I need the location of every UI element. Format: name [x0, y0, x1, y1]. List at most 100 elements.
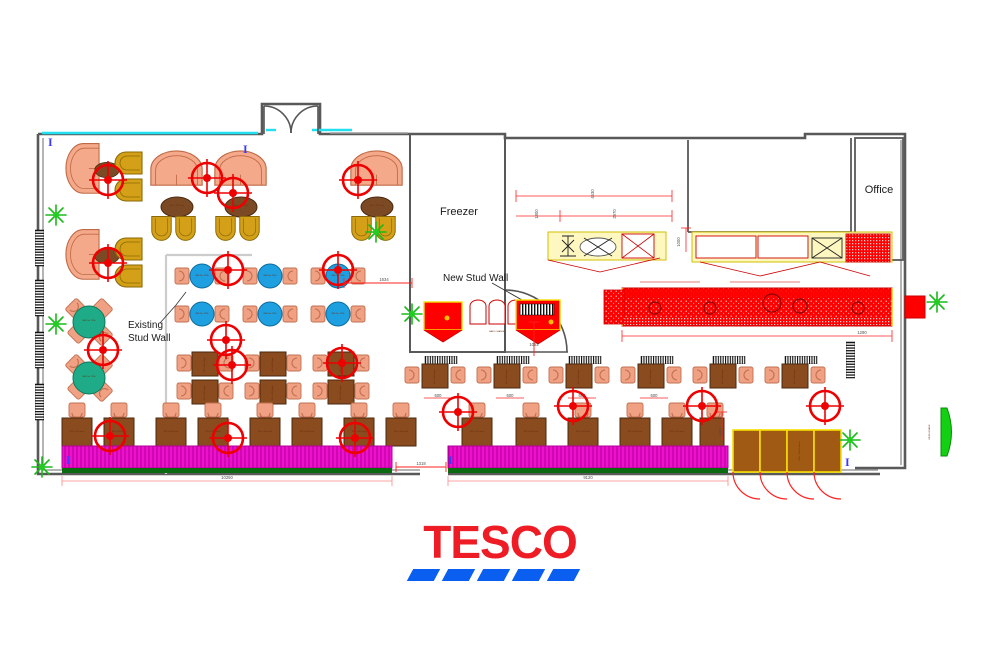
table-size-label: 800 x 800 high — [650, 369, 652, 384]
table-size-label: 825 x 825 high — [170, 205, 185, 207]
dimension-label: 1634 — [379, 277, 389, 282]
table-size-label: 800 x 800 high — [352, 431, 367, 433]
section-marker: I — [845, 455, 850, 469]
dimension-top-group — [515, 190, 691, 252]
chair — [204, 402, 222, 418]
table-size-label: 800 x 800 high — [394, 431, 409, 433]
chair — [548, 366, 564, 384]
dimension-label: 10250 — [221, 475, 233, 480]
tesco-logo: TESCO — [404, 519, 596, 585]
chair — [594, 366, 610, 384]
table-size-label: 880 Dia 720h — [263, 313, 277, 315]
table-size-label: 800 x 800 high — [164, 431, 179, 433]
entrance-doors — [263, 105, 319, 134]
target-marker — [805, 386, 845, 426]
table-size-label: 880 Dia 720h — [331, 313, 345, 315]
chair — [242, 305, 258, 323]
section-marker-group: I I I I I — [48, 135, 850, 469]
oval-table-labels: 825 x 825 high 825 x 825 high 825 x 825 … — [170, 205, 385, 207]
dimension-label: 1800 — [534, 209, 539, 219]
chair — [620, 366, 636, 384]
room-label-freezer: Freezer — [440, 206, 478, 218]
section-marker: I — [48, 135, 53, 149]
tub-chair-pair — [151, 215, 172, 241]
table-size-label: 800 x 800 high — [722, 369, 724, 384]
logo-stripe — [406, 569, 441, 581]
equipment-box-right — [904, 295, 926, 319]
chair — [476, 366, 492, 384]
table-size-label: 800 x 800 high — [258, 431, 273, 433]
table-size-label: 800 x 800 high — [300, 431, 315, 433]
chair — [354, 382, 370, 400]
target-marker — [208, 250, 248, 290]
chair — [214, 305, 230, 323]
section-marker: I — [243, 142, 248, 156]
tub-chair-pair — [114, 237, 143, 261]
baby-change-area: BABY CHANGE — [423, 299, 561, 345]
counter-bench-right — [447, 445, 729, 469]
chair — [68, 402, 86, 418]
table-size-label: 880 Dia 720h — [263, 275, 277, 277]
chair — [738, 366, 754, 384]
skirting-line-left — [62, 468, 392, 473]
dimension-overall-left — [61, 476, 393, 486]
menu-board — [940, 407, 952, 457]
chair — [764, 366, 780, 384]
oval-table — [360, 196, 394, 218]
table-size-label: 800 x 800 high — [70, 431, 85, 433]
radiator — [496, 356, 530, 364]
table-size-label: 800 x 800 high — [576, 431, 591, 433]
sofa-booth — [65, 229, 100, 280]
dimension-label: 1318 — [416, 461, 426, 466]
table-size-label: 800 x 800 high — [272, 385, 274, 400]
section-marker: I — [448, 453, 453, 467]
logo-stripe — [546, 569, 581, 581]
dimension-overall-right — [447, 476, 729, 486]
chair — [174, 267, 190, 285]
table-size-label: 800 x 800 high — [204, 357, 206, 372]
plant-icon — [31, 456, 53, 478]
chair — [312, 382, 328, 400]
table-size-label: 800 x 800 high — [578, 369, 580, 384]
table-size-label: 800 x 800 high — [524, 431, 539, 433]
table-size-label: 880 Dia 720h — [82, 376, 96, 378]
table-size-label: 825 x 825 high — [370, 205, 385, 207]
tesco-stripes — [404, 569, 596, 582]
table-size-label: 880 Dia 720h — [195, 313, 209, 315]
table-size-label: 800 x 800 high — [628, 431, 643, 433]
chair — [522, 402, 540, 418]
logo-stripe — [476, 569, 511, 581]
plant-icon — [401, 303, 423, 325]
plant-icon — [839, 429, 861, 451]
table-size-label: 800 x 800 high — [434, 369, 436, 384]
annotation-menu-board: MENU BOARD — [928, 424, 931, 439]
tub-chair-pair — [239, 215, 260, 241]
chair — [218, 382, 234, 400]
oval-table — [160, 196, 194, 218]
boh-equipment-center — [547, 231, 667, 273]
chair — [392, 402, 410, 418]
plant-icon — [926, 291, 948, 313]
dimension-label: 1290 — [857, 330, 867, 335]
dimension-label: 1052 — [529, 342, 539, 347]
tub-chair-pair — [175, 215, 196, 241]
chair — [286, 382, 302, 400]
chair — [256, 402, 274, 418]
chair — [310, 305, 326, 323]
table-size-label: 800 x 800 high — [670, 431, 685, 433]
chair — [626, 402, 644, 418]
dimension-1634 — [343, 278, 413, 288]
glazing-line — [42, 128, 352, 135]
logo-stripe — [511, 569, 546, 581]
dimension-label: 2970 — [612, 209, 617, 219]
chair — [350, 402, 368, 418]
radiator — [568, 356, 602, 364]
annotation-new-stud-wall: New Stud Wall — [443, 273, 508, 284]
radiator — [424, 356, 458, 364]
radiator-right-wall — [846, 341, 855, 379]
table-size-label: 800 x 800 high — [112, 431, 127, 433]
chair — [162, 402, 180, 418]
round-table-group: 880 Dia 720h 880 Dia 720h — [64, 297, 114, 403]
chair — [174, 305, 190, 323]
